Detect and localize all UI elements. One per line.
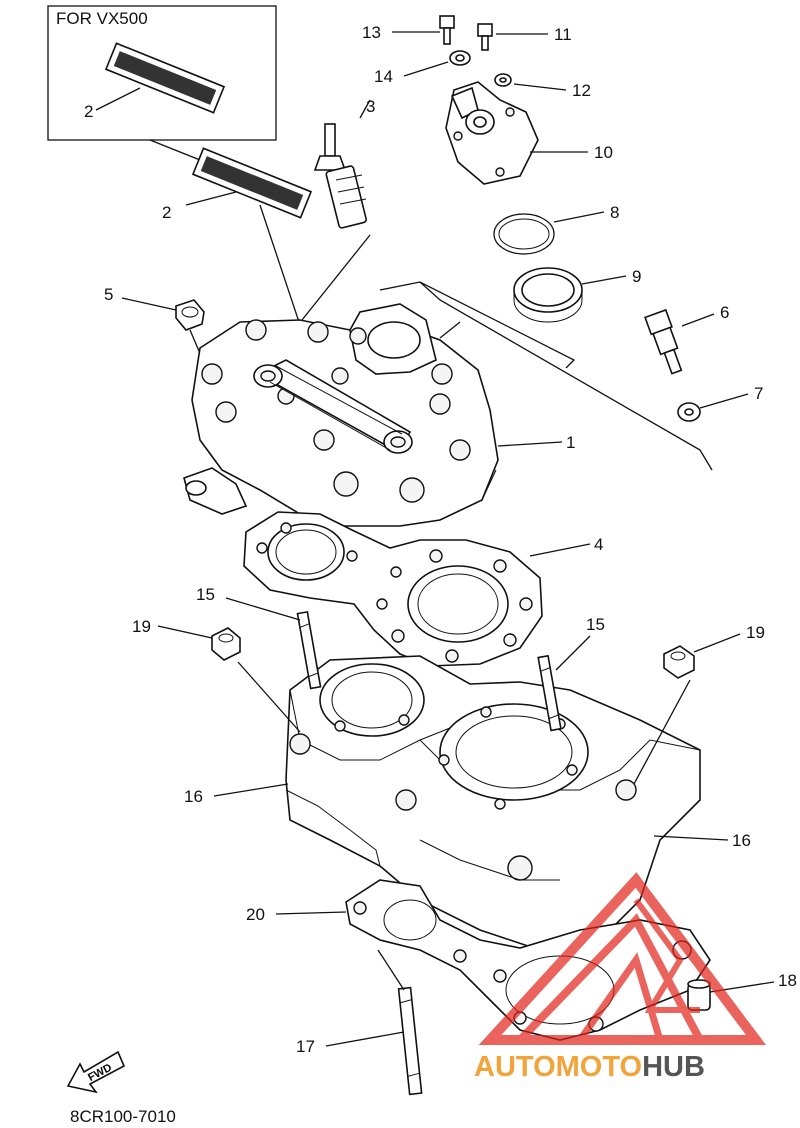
cylinder-head xyxy=(183,303,499,527)
callout-9: 9 xyxy=(632,267,641,286)
decal-main xyxy=(191,147,313,219)
temperature-sensor xyxy=(644,308,683,375)
callout-2-inset: 2 xyxy=(84,102,93,121)
stud-15-right xyxy=(537,654,562,732)
watermark-logo xyxy=(478,872,766,1045)
watermark-part1: AUTOMOTO xyxy=(474,1051,642,1083)
watermark-part2: HUB xyxy=(642,1051,705,1083)
thermostat xyxy=(513,267,583,323)
fwd-label: FWD xyxy=(86,1062,114,1084)
callout-20: 20 xyxy=(246,905,265,924)
washer-14 xyxy=(449,50,471,66)
inset-title: FOR VX500 xyxy=(56,9,148,28)
callout-19-left: 19 xyxy=(132,617,151,636)
callout-16-right: 16 xyxy=(732,831,751,850)
callout-18: 18 xyxy=(778,971,797,990)
callout-6: 6 xyxy=(720,303,729,322)
callout-19-right: 19 xyxy=(746,623,765,642)
fwd-arrow-icon: FWD xyxy=(66,1050,126,1094)
decal-inset xyxy=(104,42,226,114)
stud-15-left xyxy=(296,610,322,690)
bolt-13 xyxy=(439,15,455,45)
thermostat-cover xyxy=(445,81,539,185)
callout-13: 13 xyxy=(362,23,381,42)
o-ring xyxy=(493,213,555,255)
callout-1: 1 xyxy=(566,433,575,452)
callout-16-left: 16 xyxy=(184,787,203,806)
callout-14: 14 xyxy=(374,67,393,86)
watermark-text: AUTOMOTOHUB xyxy=(474,1051,705,1083)
washer-12 xyxy=(494,73,512,87)
callout-8: 8 xyxy=(610,203,619,222)
nut-19-right xyxy=(663,645,695,679)
drawing-code: 8CR100-7010 xyxy=(70,1107,176,1126)
head-gasket xyxy=(243,511,543,667)
callout-12: 12 xyxy=(572,81,591,100)
washer-7 xyxy=(677,402,701,422)
vx500-inset: FOR VX500 2 xyxy=(47,5,277,161)
stud-17 xyxy=(397,986,423,1096)
callout-7: 7 xyxy=(754,384,763,403)
callout-10: 10 xyxy=(594,143,613,162)
callout-17: 17 xyxy=(296,1037,315,1056)
cap-nut-5 xyxy=(175,299,205,331)
callout-3: 3 xyxy=(366,97,375,116)
nut-19-left xyxy=(211,627,241,661)
callout-5: 5 xyxy=(104,285,113,304)
callout-2: 2 xyxy=(162,203,171,222)
spark-plug xyxy=(313,123,368,229)
dowel-pin-18 xyxy=(687,979,711,1011)
callout-11: 11 xyxy=(554,25,572,44)
callout-4: 4 xyxy=(594,535,603,554)
callout-15-left: 15 xyxy=(196,585,215,604)
cylinder-block xyxy=(285,655,701,951)
callout-15-right: 15 xyxy=(586,615,605,634)
bolt-11 xyxy=(477,23,493,51)
